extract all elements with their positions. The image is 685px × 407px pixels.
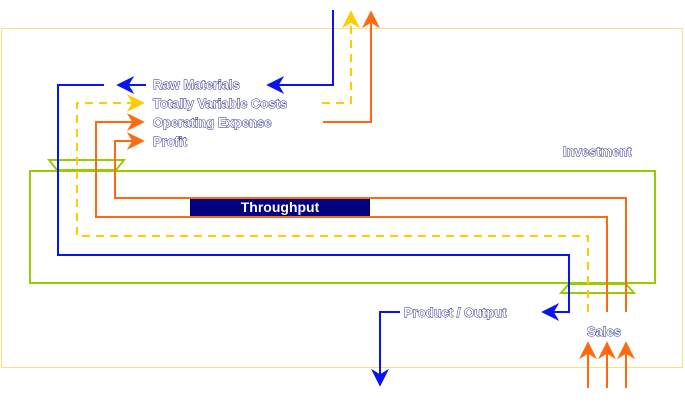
profit-flow-line [114, 132, 627, 312]
investment-label: Investment [563, 144, 632, 159]
tvc-flow-line [76, 94, 589, 312]
investment-box [29, 170, 656, 284]
operating-expense-flow-line [95, 113, 608, 312]
profit-label: Profit [153, 134, 188, 149]
raw-materials-label: Raw Materials [153, 77, 240, 92]
throughput-label: Throughput [241, 199, 320, 215]
investment-inlet-valve [46, 159, 127, 171]
totally-variable-costs-label: Totally Variable Costs [153, 96, 287, 111]
throughput-bar [190, 199, 370, 216]
raw-materials-input-line [266, 10, 334, 94]
investment-outlet-valve [558, 283, 637, 294]
tvc-output-line [322, 10, 360, 104]
system-boundary-frame [1, 28, 683, 368]
product-output-line [371, 311, 400, 387]
operating-expense-output-line [323, 10, 380, 123]
product-output-label: Product / Output [404, 305, 507, 320]
operating-expense-label: Operating Expense [153, 115, 271, 130]
raw-materials-flow-line [57, 84, 570, 321]
sales-label: Sales [587, 324, 621, 339]
